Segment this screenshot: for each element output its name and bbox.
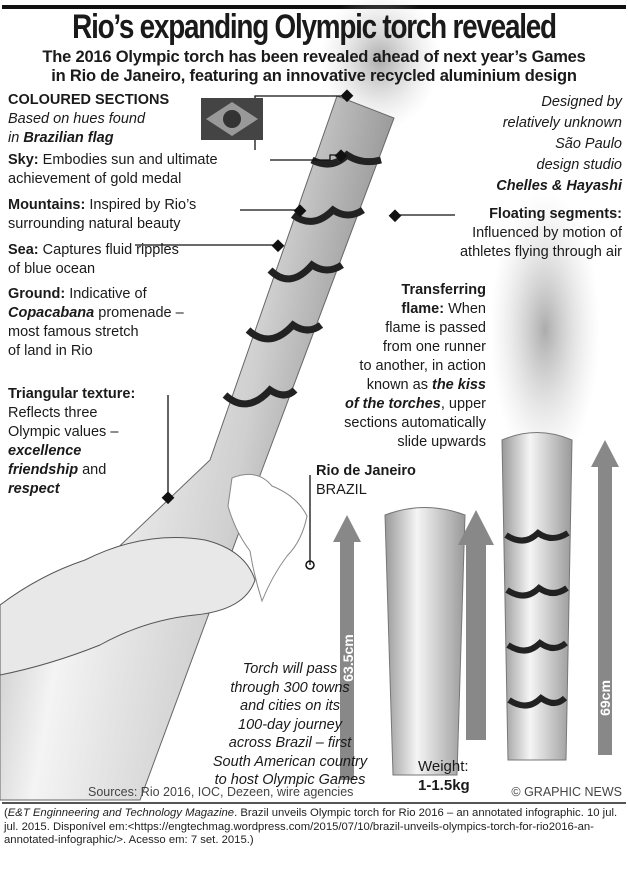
expand-arrow (458, 510, 494, 740)
value-respect: respect (8, 481, 60, 497)
designer-text: relatively unknown (502, 115, 622, 131)
location-label: Rio de Janeiro BRAZIL (316, 462, 416, 500)
journey-annotation: Torch will pass through 300 towns and ci… (150, 660, 430, 790)
journey-text: across Brazil – first (228, 735, 352, 751)
hand (0, 537, 256, 676)
journey-text: through 300 towns (230, 679, 350, 696)
triangular-text: Reflects three (8, 405, 98, 421)
transferring-text: slide upwards (397, 434, 486, 450)
designer-annotation: Designed by relatively unknown São Paulo… (496, 92, 622, 197)
height-arrow-closed (333, 515, 361, 780)
triangular-text: Olympic values – (8, 424, 119, 440)
transferring-text: sections automatically (344, 415, 486, 431)
journey-text: Torch will pass (242, 661, 338, 677)
weight-label: Weight: (418, 758, 469, 775)
weight-value: 1-1.5kg (418, 777, 470, 794)
subtitle-line-2: in Rio de Janeiro, featuring an innovati… (51, 67, 577, 85)
page-title: Rio’s expanding Olympic torch revealed (72, 8, 557, 46)
south-america-map (227, 473, 308, 603)
torch-waves (222, 150, 382, 408)
coloured-sections-text: Based on hues found (8, 111, 146, 127)
torch-illustration (0, 0, 619, 801)
ground-text: promenade – (94, 305, 184, 321)
ground-label: Ground: (8, 286, 66, 302)
journey-text: South American country (212, 753, 368, 770)
transferring-label: flame: (401, 301, 445, 317)
designer-text: São Paulo (555, 136, 622, 152)
designer-text: design studio (536, 157, 622, 173)
caption-text: jul. 2015. Disponível em:<https://engtec… (4, 820, 594, 833)
ground-text: most famous stretch (8, 324, 139, 340)
journey-text: and cities on its (240, 698, 340, 714)
marker-diamonds (161, 89, 402, 505)
kiss-text: of the torches (344, 396, 441, 412)
journey-text: to host Olympic Games (214, 772, 366, 788)
value-friendship: friendship (8, 462, 79, 478)
mountains-annotation: Mountains: Inspired by Rio’s surrounding… (8, 196, 196, 234)
extended-height-label: 69cm (597, 680, 613, 716)
closed-torch (384, 507, 466, 776)
ground-annotation: Ground: Indicative of Copacabana promena… (8, 285, 184, 361)
sea-annotation: Sea: Captures fluid ripples of blue ocea… (8, 241, 179, 279)
caption-text: annotated-infographic/>. Acesso em: 7 se… (4, 834, 254, 846)
mountains-label: Mountains: (8, 197, 86, 213)
sky-text: achievement of gold medal (8, 171, 182, 187)
caption-text: ( (4, 807, 8, 819)
transferring-text: When (444, 301, 486, 317)
mountains-text: surrounding natural beauty (8, 216, 181, 232)
caption-text: . Brazil unveils Olympic torch for Rio 2… (234, 807, 618, 819)
citation-caption: (E&T Enginneering and Technology Magazin… (4, 807, 628, 848)
floating-text: athletes flying through air (459, 244, 622, 260)
sky-label: Sky: (8, 152, 39, 168)
ground-text: of land in Rio (8, 343, 93, 359)
transferring-text: from one runner (382, 339, 486, 355)
bottom-rule (2, 802, 626, 804)
coloured-sections-heading: COLOURED SECTIONS (8, 92, 170, 108)
weight-annotation: Weight: 1-1.5kg (418, 757, 470, 795)
floating-text: Influenced by motion of (472, 225, 622, 241)
subtitle-line-1: The 2016 Olympic torch has been revealed… (42, 48, 586, 66)
sea-text: Captures fluid ripples (38, 242, 179, 258)
sky-annotation: Sky: Embodies sun and ultimate achieveme… (8, 151, 218, 189)
transferring-text: flame is passed (385, 320, 486, 336)
sea-text: of blue ocean (8, 261, 96, 277)
credit: © GRAPHIC NEWS (511, 785, 622, 799)
sea-label: Sea: (8, 242, 39, 258)
top-rule (2, 5, 626, 9)
smoke-right (490, 190, 600, 470)
value-excellence: excellence (8, 443, 82, 459)
caption-source: E&T Enginneering and Technology Magazine (7, 807, 235, 819)
kiss-text: the kiss (432, 377, 486, 393)
sky-text: Embodies sun and ultimate (38, 152, 218, 168)
rio-marker (305, 560, 315, 570)
extended-torch-waves (504, 529, 570, 709)
closed-height-label: 63.5cm (340, 634, 356, 682)
transferring-label: Transferring (401, 282, 486, 298)
coloured-sections-text: in (8, 130, 24, 146)
ground-bold: Copacabana (8, 305, 95, 321)
extended-torch (501, 432, 573, 761)
brazilian-flag (201, 98, 263, 140)
floating-annotation: Floating segments: Influenced by motion … (460, 205, 622, 262)
coloured-sections: COLOURED SECTIONS Based on hues found in… (8, 91, 169, 148)
ground-text: Indicative of (65, 286, 147, 302)
triangular-annotation: Triangular texture: Reflects three Olymp… (8, 385, 135, 499)
sources: Sources: Rio 2016, IOC, Dezeen, wire age… (88, 785, 354, 799)
designer-text: Designed by (541, 94, 622, 110)
floating-label: Floating segments: (489, 206, 622, 222)
height-arrow-extended (591, 440, 619, 755)
transferring-text: known as (366, 377, 432, 393)
triangular-text: and (78, 462, 107, 478)
triangular-label: Triangular texture: (8, 386, 136, 402)
transferring-text: to another, in action (359, 358, 486, 374)
journey-text: 100-day journey (238, 716, 342, 733)
coloured-sections-bold: Brazilian flag (23, 130, 114, 146)
city-label: Rio de Janeiro (316, 463, 416, 479)
mountains-text: Inspired by Rio’s (85, 197, 197, 213)
transferring-annotation: Transferring flame: When flame is passed… (344, 281, 486, 452)
transferring-text: , upper (440, 396, 486, 412)
country-label: BRAZIL (316, 482, 367, 498)
designer-studio: Chelles & Hayashi (496, 178, 622, 194)
